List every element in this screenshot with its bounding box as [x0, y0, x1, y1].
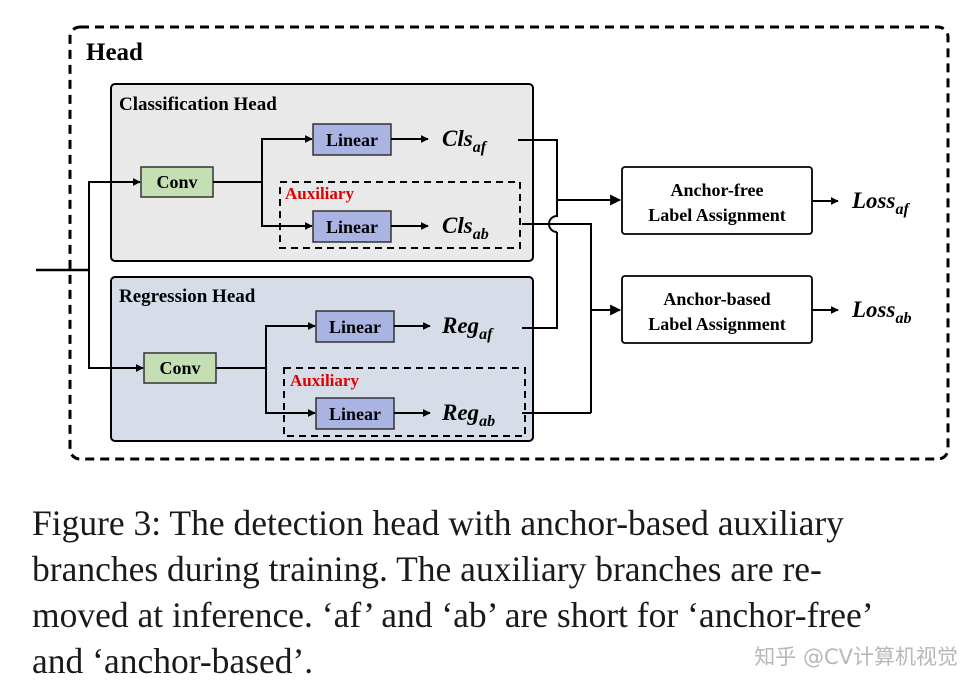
figure-caption: Figure 3: The detection head with anchor… [32, 500, 952, 684]
caption-line-2: branches during training. The auxiliary … [32, 549, 822, 589]
cls-ab-output: Clsab [442, 213, 489, 243]
head-frame [68, 25, 950, 461]
anchor-based-assignment-line1: Anchor-based [663, 289, 770, 309]
reg-af-route [522, 232, 558, 329]
reg-auxiliary-label: Auxiliary [290, 371, 359, 390]
head-title: Head [86, 39, 143, 66]
cls-linear-af-label: Linear [326, 130, 378, 150]
cls-linear-ab-label: Linear [326, 217, 378, 237]
reg-conv-label: Conv [159, 358, 200, 378]
detection-head-diagram: Head Classification Head Regression Head… [36, 25, 950, 461]
reg-linear-ab-block [315, 397, 395, 430]
classification-head-panel [110, 83, 534, 262]
regression-head-title: Regression Head [119, 286, 256, 307]
reg-linear-ab-label: Linear [329, 404, 381, 424]
anchor-free-assignment-line1: Anchor-free [671, 180, 764, 200]
cls-af-route [518, 139, 558, 200]
caption-line-3: moved at inference. ‘af’ and ‘ab’ are sh… [32, 595, 874, 635]
watermark: 知乎 @CV计算机视觉 [754, 645, 958, 669]
anchor-based-assignment-line2: Label Assignment [648, 314, 786, 334]
reg-conv-to-linear-ab [265, 368, 316, 417]
cls-conv-block [140, 166, 214, 198]
regression-head-panel [110, 276, 534, 442]
input-branch-cls [88, 178, 141, 270]
route-crossover-hop [548, 200, 558, 233]
cls-linear-af-block [312, 123, 392, 156]
reg-linear-af-label: Linear [329, 317, 381, 337]
reg-af-output: Regaf [441, 313, 494, 343]
cls-conv-to-linear-af [213, 135, 313, 183]
cls-auxiliary-label: Auxiliary [285, 184, 354, 203]
reg-conv-to-linear-af [216, 322, 316, 369]
anchor-free-assignment-line2: Label Assignment [648, 205, 786, 225]
classification-head-title: Classification Head [119, 94, 277, 115]
cls-af-output: Clsaf [442, 126, 488, 156]
input-branch-reg [88, 270, 144, 372]
cls-conv-to-linear-ab [261, 182, 313, 230]
cls-conv-label: Conv [156, 172, 197, 192]
caption-line-1: Figure 3: The detection head with anchor… [32, 503, 844, 543]
cls-ab-route [522, 223, 592, 413]
loss-ab-output: Lossab [851, 297, 911, 327]
cls-auxiliary-frame [279, 181, 521, 249]
loss-af-output: Lossaf [851, 188, 910, 218]
reg-conv-block [143, 352, 217, 384]
caption-line-4: and ‘anchor-based’. [32, 641, 314, 681]
reg-auxiliary-frame [283, 367, 526, 437]
reg-ab-output: Regab [441, 400, 495, 430]
